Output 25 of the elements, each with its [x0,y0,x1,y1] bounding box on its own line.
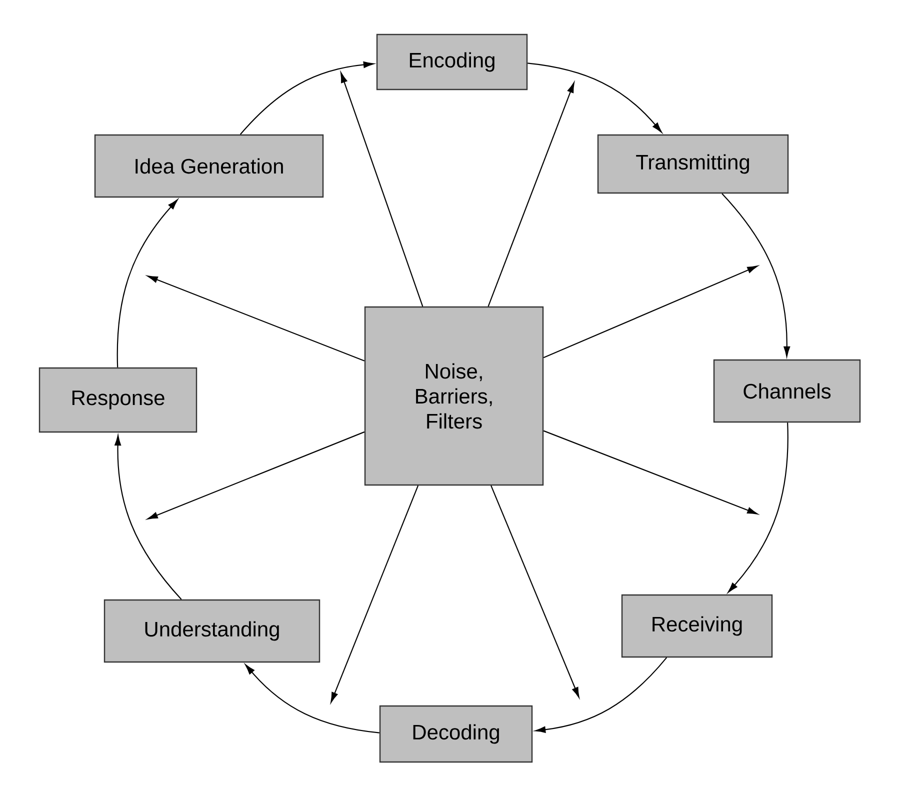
arrow [147,276,365,362]
process-box: Channels [713,359,861,423]
arrow [535,657,668,733]
arrow [728,422,788,593]
arrow [114,435,182,600]
process-box: Decoding [379,705,533,763]
center-box: Noise, Barriers, Filters [364,306,544,486]
process-box: Understanding [104,599,320,663]
arrow [488,82,574,307]
process-box: Transmitting [597,134,789,194]
process-box: Encoding [376,34,528,90]
process-box: Idea Generation [94,134,324,198]
arrow [543,430,758,514]
arrow [240,62,374,135]
arrow [245,664,380,734]
arrow [116,199,178,368]
arrow [330,485,419,703]
process-box: Response [38,367,198,433]
arrow [147,431,365,520]
process-box: Receiving [621,594,773,658]
arrow [543,266,758,358]
arrow [340,72,424,307]
arrow [490,485,580,698]
arrow [722,193,790,357]
arrow [528,62,662,133]
